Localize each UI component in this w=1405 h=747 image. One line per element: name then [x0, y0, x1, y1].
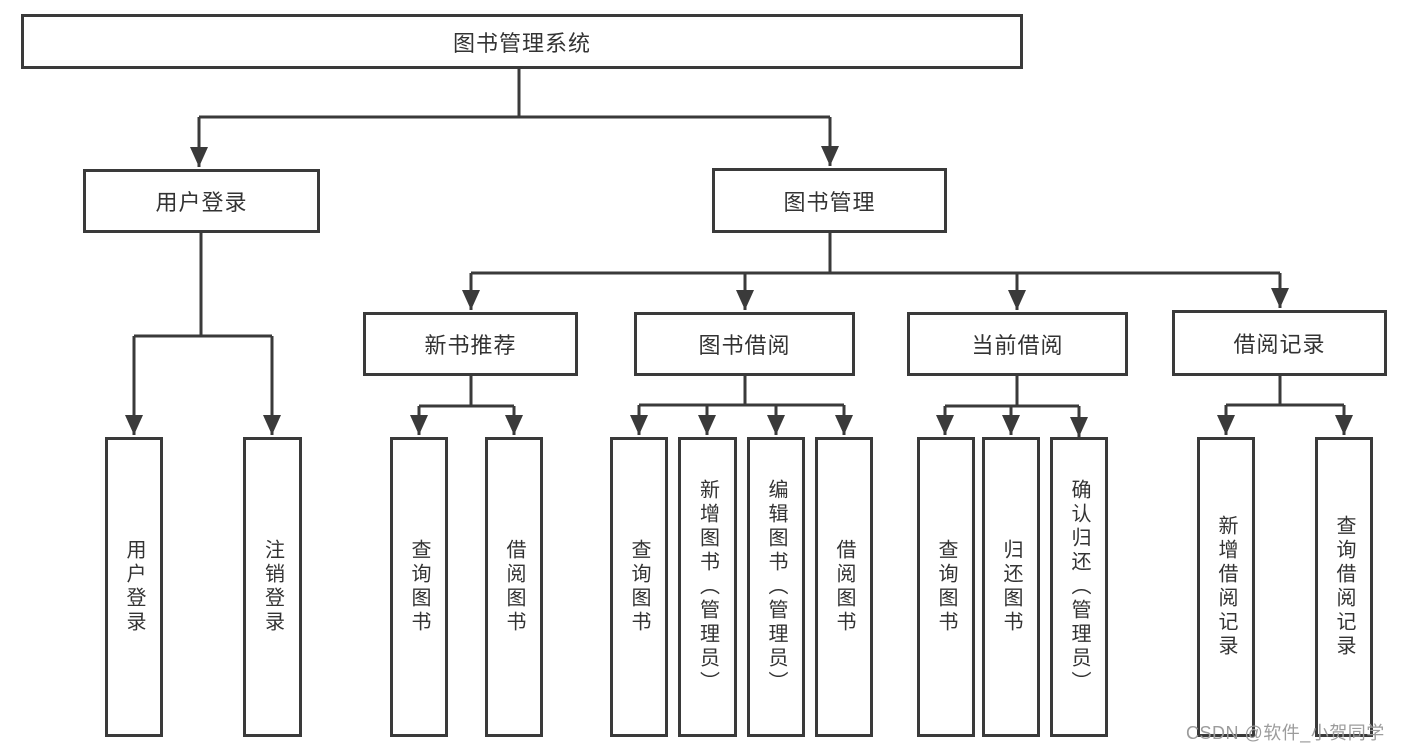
node-leaf-query-book-current: 查询图书: [917, 437, 975, 737]
node-current-borrow: 当前借阅: [907, 312, 1128, 376]
node-leaf-borrow-book: 借阅图书: [815, 437, 873, 737]
node-leaf-add-borrow-record: 新增借阅记录: [1197, 437, 1255, 737]
node-leaf-borrow-book-recommend-label: 借阅图书: [503, 539, 525, 635]
node-leaf-edit-book-admin: 编辑图书（管理员）: [747, 437, 805, 737]
node-leaf-query-book-current-label: 查询图书: [935, 539, 957, 635]
node-leaf-return-book-label: 归还图书: [1000, 539, 1022, 635]
node-leaf-user-login-label: 用户登录: [123, 539, 145, 635]
node-current-borrow-label: 当前借阅: [971, 333, 1064, 358]
node-leaf-add-book-admin-label: 新增图书（管理员）: [696, 479, 719, 695]
connector-new-book-bus: [419, 376, 514, 408]
node-leaf-query-book-borrow-label: 查询图书: [628, 539, 650, 635]
node-leaf-user-login: 用户登录: [105, 437, 163, 737]
node-leaf-return-book: 归还图书: [982, 437, 1040, 737]
node-book-borrow-label: 图书借阅: [698, 333, 791, 358]
node-book-management: 图书管理: [712, 168, 947, 233]
node-leaf-query-borrow-record: 查询借阅记录: [1315, 437, 1373, 737]
node-new-book-recommend: 新书推荐: [363, 312, 578, 376]
node-leaf-query-book-recommend: 查询图书: [390, 437, 448, 737]
node-borrow-record-label: 借阅记录: [1233, 332, 1326, 357]
node-root-label: 图书管理系统: [452, 30, 591, 56]
node-new-book-recommend-label: 新书推荐: [424, 333, 517, 358]
node-leaf-edit-book-admin-label: 编辑图书（管理员）: [765, 479, 787, 695]
connector-book-mgmt-bus: [471, 233, 1280, 275]
node-book-management-label: 图书管理: [783, 189, 876, 215]
node-leaf-query-book-recommend-label: 查询图书: [408, 539, 430, 635]
node-book-borrow: 图书借阅: [634, 312, 855, 376]
node-leaf-query-borrow-record-label: 查询借阅记录: [1333, 515, 1355, 659]
connector-book-borrow-bus: [639, 376, 844, 407]
node-user-login-label: 用户登录: [155, 190, 248, 215]
node-leaf-logout: 注销登录: [243, 437, 302, 737]
node-borrow-record: 借阅记录: [1172, 310, 1387, 376]
node-leaf-borrow-book-label: 借阅图书: [833, 539, 855, 635]
node-leaf-confirm-return-admin-label: 确认归还（管理员）: [1068, 479, 1090, 695]
csdn-watermark: CSDN @软件_小贺同学: [1186, 723, 1385, 743]
node-leaf-confirm-return-admin: 确认归还（管理员）: [1050, 437, 1108, 737]
node-leaf-add-book-admin: 新增图书（管理员）: [678, 437, 737, 737]
node-user-login: 用户登录: [83, 169, 320, 233]
node-leaf-logout-label: 注销登录: [261, 539, 284, 635]
connector-current-borrow-bus: [945, 376, 1079, 408]
connector-user-login-bus: [134, 233, 272, 338]
node-leaf-borrow-book-recommend: 借阅图书: [485, 437, 543, 737]
node-root: 图书管理系统: [21, 14, 1023, 69]
node-leaf-query-book-borrow: 查询图书: [610, 437, 668, 737]
connector-borrow-record-bus: [1226, 376, 1344, 407]
connector-root-bus: [199, 69, 830, 119]
node-leaf-add-borrow-record-label: 新增借阅记录: [1215, 515, 1237, 659]
